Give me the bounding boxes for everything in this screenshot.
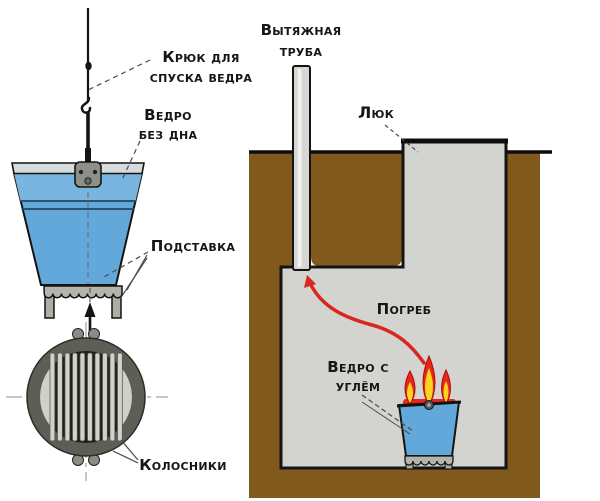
exhaust-pipe-illustration [292,65,311,271]
grate-top-view-illustration [26,328,146,466]
grate-label: Колосники [139,456,227,474]
bucket-label: Ведро без дна [138,106,198,143]
stand-label: Подставка [150,237,236,255]
bucket-no-bottom-illustration [11,148,145,286]
leader-lines-right [361,124,419,435]
stand-illustration [43,285,123,319]
cellar-label: Погреб [376,300,432,318]
soil-block-between-pipe-and-hatch [311,151,402,266]
coal-bucket-illustration [396,354,462,470]
hook-label: Крюк для спуска ведра [149,48,253,86]
grate-bars-icon [49,352,123,442]
coal-bucket-label: Ведро с углём [327,358,389,395]
lifting-rod [80,8,92,152]
handle-attachment-icon [74,148,102,188]
leader-lines-left [85,59,151,464]
pipe-label: Вытяжная труба [260,21,342,60]
hook-icon [80,96,92,114]
hatch-label: Люк [357,103,395,122]
flames-icon [404,354,451,408]
airflow-arrow-icon [304,275,426,365]
soil [249,151,540,498]
